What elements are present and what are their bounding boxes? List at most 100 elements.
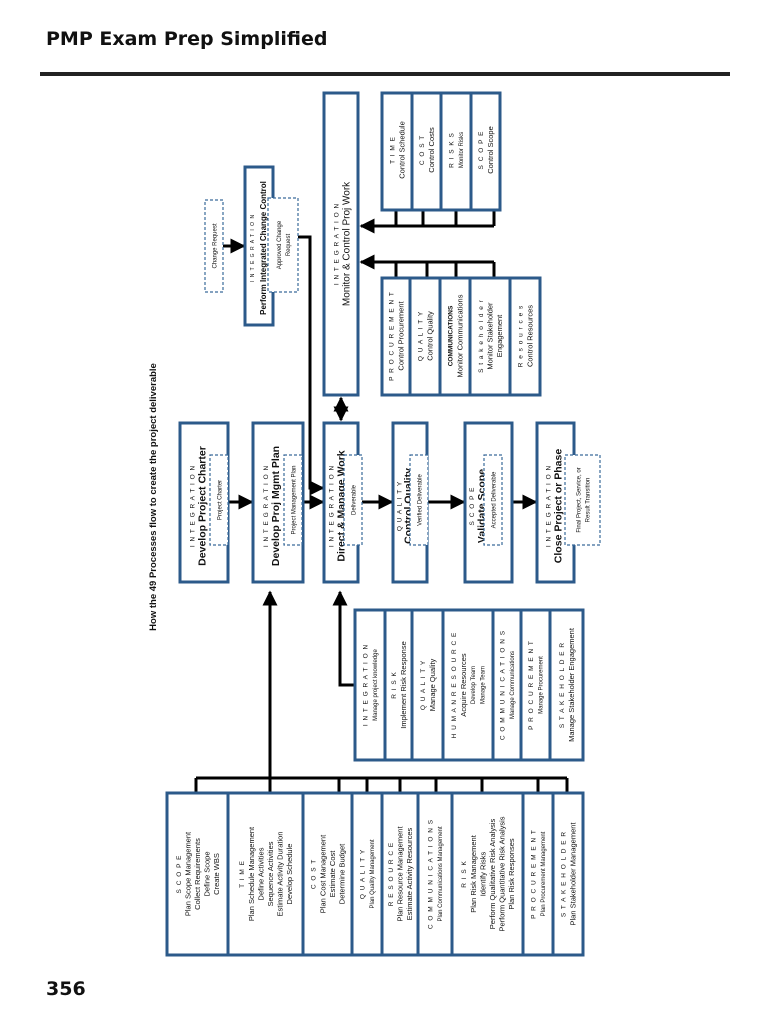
monitor-top-box-scope (469, 91, 502, 212)
page-number: 356 (46, 978, 86, 1000)
box-header: C O M M U N I C A T I O N S (428, 819, 435, 929)
process-name: Monitor & Control Proj Work (341, 181, 352, 306)
process-name: Manage project knowledge (373, 648, 379, 720)
process-name: Plan Risk Responses (507, 838, 516, 910)
box-title: Develop Proj Mgmt Plan (270, 446, 282, 566)
process-name: Sequence Activities (266, 841, 275, 906)
box-header: I N T E G R A T I O N (250, 214, 256, 282)
executing-box-stakeholder (548, 608, 585, 762)
executing-box-communications-border (491, 608, 523, 762)
box-header: Q U A L I T Y (360, 849, 367, 899)
box-header: C O M M U N I C A T I O N S (500, 630, 507, 740)
monitor-bottom-box-quality-border (408, 276, 442, 397)
running-header: PMP Exam Prep Simplified (46, 28, 328, 50)
box-header: P R O C U R E M E N T (531, 829, 538, 919)
box-header: P R O C U R E M E N T (389, 291, 396, 381)
planning-box-resource-border (380, 791, 420, 957)
box-header: C O S T (419, 135, 426, 165)
process-name: Control Resources (525, 305, 534, 367)
process-name: Monitor Risks (459, 132, 465, 168)
process-name: Define Activities (256, 847, 265, 900)
box-header: R I S K (461, 860, 468, 888)
box-header: I N T E G R A T I O N (334, 203, 341, 285)
box-header: R e s o u r c e s (518, 305, 525, 368)
output-label: Accepted Deliverable (491, 471, 497, 528)
monitor-control-box-border (322, 91, 360, 397)
output-label: Project Management Plan (291, 465, 297, 534)
output-label-border (483, 454, 503, 546)
process-name: Plan Stakeholder Management (568, 822, 577, 926)
executing-box-procurement (519, 608, 552, 762)
box-header: COMMUNICATIONS (448, 305, 455, 366)
process-name: Plan Communications Management (438, 826, 444, 921)
monitor-bottom-box-stakeholder-border (468, 276, 512, 397)
executing-box-stakeholder-border (548, 608, 585, 762)
monitor-top-box-risks (439, 91, 473, 212)
box-header: C O S T (311, 859, 318, 889)
process-name: Plan Schedule Management (247, 826, 256, 921)
process-name: Manage Team (480, 666, 486, 704)
output-label: Final Project, Service, or (576, 467, 582, 532)
box-header: I N T E G R A T I O N (363, 644, 370, 726)
box-header: R I S K (391, 671, 398, 699)
executing-box-hr-border (441, 608, 495, 762)
output-label: Deliverable (351, 484, 357, 515)
process-name: Plan Cost Management (318, 834, 327, 913)
process-name: Collect Requirements (193, 838, 202, 910)
process-name: Plan Quality Management (370, 839, 376, 908)
approved-change-request-border (267, 197, 299, 293)
executing-box-procurement-border (519, 608, 552, 762)
output-label-border (283, 454, 303, 546)
planning-box-quality (350, 791, 384, 957)
box-header: S T A K E H O L D E R (561, 831, 568, 917)
box-header: S t a k e h o l d e r (478, 299, 485, 373)
process-name: Plan Resource Management (396, 826, 405, 922)
executing-box-integration (353, 608, 387, 762)
box-header: R E S O U R C E (388, 842, 395, 906)
executing-box-quality-border (410, 608, 445, 762)
process-name: Determine Budget (337, 843, 346, 904)
planning-box-time-border (226, 791, 305, 957)
box-header: S C O P E (176, 855, 183, 894)
process-name: Control Procurement (396, 300, 405, 370)
process-name: Identify Risks (478, 851, 487, 896)
process-name: Perform Quantitative Risk Analysis (497, 816, 506, 931)
monitor-bottom-box-quality (408, 276, 442, 397)
process-name: Estimate Activity Duration (275, 831, 284, 916)
process-name: Monitor Communications (455, 294, 464, 377)
process-name: Develop Team (471, 666, 477, 704)
process-name: Control Scope (486, 126, 495, 174)
planning-box-quality-border (350, 791, 384, 957)
process-name: Control Quality (425, 311, 434, 361)
diagram-heading: How the 49 Processes flow to create the … (148, 363, 159, 631)
header-rule (40, 72, 730, 76)
process-name: Estimate Cost (328, 850, 337, 898)
planning-box-communications-border (416, 791, 454, 957)
process-name: Manage Quality (428, 658, 437, 711)
process-name: Control Costs (427, 127, 436, 173)
process-name: Manage Communications (510, 651, 516, 719)
output-label-border (209, 454, 229, 546)
monitor-bottom-box-communications (438, 276, 472, 397)
process-name: Monitor Stakeholder (486, 302, 495, 370)
monitor-bottom-box-communications-border (438, 276, 472, 397)
planning-box-time (226, 791, 305, 957)
box-header: I N T E G R A T I O N (263, 465, 270, 547)
output-label: Project Charter (217, 480, 223, 520)
process-name: Plan Scope Management (184, 831, 193, 916)
box-title: Develop Project Charter (196, 446, 208, 566)
planning-box-procurement (521, 791, 555, 957)
box-header: I N T E G R A T I O N (546, 465, 553, 547)
box-header: Q U A L I T Y (396, 481, 403, 531)
output-label: Verified Deliverable (417, 473, 423, 525)
approved-change-to-direct-arrow (298, 235, 325, 496)
monitor-top-box-scope-border (469, 91, 502, 212)
box-title: Perform Integrated Change Control (259, 181, 268, 315)
approved-change-request: Request (286, 233, 292, 256)
box-header: Q U A L I T Y (420, 660, 427, 710)
monitor-bottom-box-resources (508, 276, 542, 397)
output-label-border (343, 454, 363, 546)
box-title: Close Project or Phase (552, 449, 564, 564)
box-header: S C O P E (478, 131, 485, 170)
